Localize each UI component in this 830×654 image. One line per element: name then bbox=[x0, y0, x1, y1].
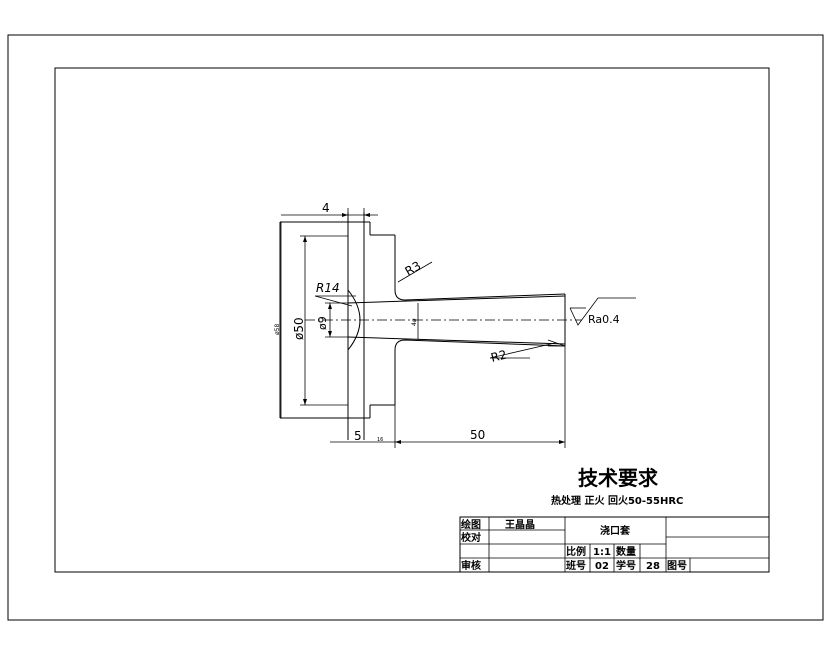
dim-top-width: 4 bbox=[322, 201, 330, 215]
scale-label: 比例 bbox=[566, 545, 586, 558]
outer-border bbox=[7, 34, 824, 621]
review-label: 审核 bbox=[461, 559, 481, 572]
inner-border bbox=[54, 67, 770, 573]
dim-flange-width: 5 bbox=[354, 429, 362, 443]
dim-dia-outer: ø58 bbox=[274, 324, 281, 335]
dimension-arrows bbox=[303, 213, 565, 444]
part-name: 浇口套 bbox=[600, 524, 631, 537]
part-outline bbox=[279, 212, 566, 440]
dimension-lines bbox=[280, 208, 636, 448]
tech-req-text: 热处理 正火 回火50-55HRC bbox=[551, 494, 683, 507]
dim-small-step: 16 bbox=[377, 437, 383, 443]
tech-req-title: 技术要求 bbox=[578, 466, 659, 490]
dim-bore-small: 4ø bbox=[411, 318, 418, 326]
dim-dia-9: ø9 bbox=[316, 316, 329, 330]
drawing-no-label: 图号 bbox=[667, 560, 687, 572]
title-block bbox=[459, 516, 770, 573]
class-value: 02 bbox=[595, 561, 609, 572]
dim-length: 50 bbox=[470, 428, 485, 442]
drawn-label: 绘图 bbox=[461, 518, 481, 531]
dim-r14: R14 bbox=[316, 281, 340, 295]
student-value: 28 bbox=[646, 561, 660, 572]
student-label: 学号 bbox=[616, 559, 636, 572]
checked-label: 校对 bbox=[461, 531, 481, 544]
dim-roughness: Ra0.4 bbox=[588, 313, 620, 326]
class-label: 班号 bbox=[566, 559, 586, 572]
drawn-name: 王晶晶 bbox=[505, 519, 535, 531]
dim-r2: R2 bbox=[489, 347, 508, 364]
dim-dia-50: ø50 bbox=[292, 317, 306, 340]
dim-r3: R3 bbox=[403, 258, 424, 278]
qty-label: 数量 bbox=[616, 545, 636, 558]
scale-value: 1:1 bbox=[593, 547, 611, 558]
